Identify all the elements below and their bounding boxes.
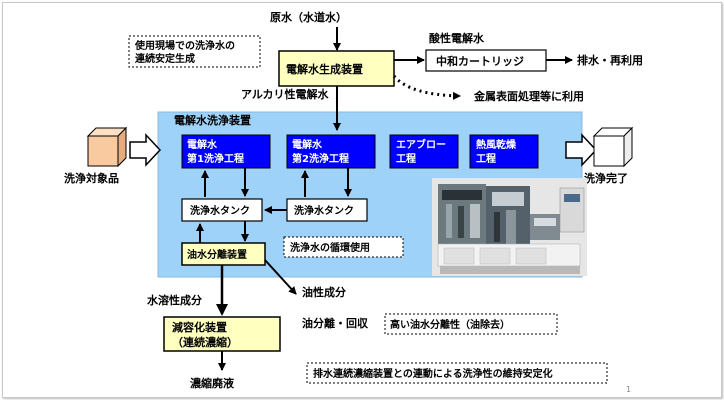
drain-reuse-label: 排水・再利用 [577, 53, 643, 67]
step3-line1: エアブロー [396, 138, 446, 151]
tank2-label: 洗浄水タンク [294, 204, 354, 217]
generator-label: 電解水生成装置 [286, 62, 363, 76]
circulation-label: 洗浄水の循環使用 [290, 241, 370, 254]
process-step-2: 電解水 第2洗浄工程 [286, 134, 376, 169]
step1-line2: 第1洗浄工程 [187, 152, 244, 165]
oil-separation-note: 高い油水分離性（油除去） [390, 318, 510, 331]
oil-recovery-label: 油分離・回収 [302, 316, 369, 330]
concentrate-label: 濃縮廃液 [190, 376, 235, 390]
tank1-box [181, 198, 263, 222]
tank1-label: 洗浄水タンク [190, 204, 250, 217]
target-label: 洗浄対象品 [64, 171, 119, 185]
neutralizer-label: 中和カートリッジ [436, 54, 524, 68]
output-arrow [565, 133, 598, 167]
oil-component-label: 油性成分 [302, 285, 346, 299]
oil-separation-note-box [384, 313, 558, 335]
complete-cube-icon [592, 126, 634, 168]
reducer-line1: 減容化装置 [172, 320, 227, 334]
note-usage-line2: 連続安定生成 [135, 52, 195, 65]
circulation-box [283, 236, 404, 258]
step2-line1: 電解水 [292, 138, 323, 151]
acidic-water-label: 酸性電解水 [429, 31, 485, 45]
oil-arrow [264, 259, 297, 295]
note-usage-box [128, 35, 261, 68]
alkaline-water-label: アルカリ性電解水 [241, 87, 330, 101]
source-water-label: 原水（水道水） [270, 10, 347, 24]
machine-photo [432, 178, 587, 276]
water-soluble-label: 水溶性成分 [147, 293, 202, 307]
bottom-note-box [306, 362, 608, 384]
separator-label: 油水分離装置 [187, 248, 247, 261]
note-usage-line1: 使用現場での洗浄水の [134, 39, 235, 52]
process-step-4: 熱風乾燥 工程 [469, 134, 539, 169]
washer-title: 電解水洗浄装置 [174, 113, 251, 127]
step4-line2: 工程 [476, 152, 496, 165]
page-number: 1 [626, 385, 631, 394]
process-step-1: 電解水 第1洗浄工程 [181, 134, 271, 169]
complete-label: 洗浄完了 [584, 171, 628, 185]
reducer-line2: （連続濃縮） [172, 335, 238, 349]
metal-use-label: 金属表面処理等に利用 [473, 89, 584, 103]
step3-line2: 工程 [396, 152, 416, 165]
input-arrow [129, 133, 162, 167]
separator-box [181, 242, 266, 266]
bottom-note: 排水連続濃縮装置との連動による洗浄性の維持安定化 [313, 367, 553, 380]
target-cube-icon [86, 126, 128, 168]
process-step-3: エアブロー 工程 [389, 134, 459, 169]
step4-line1: 熱風乾燥 [476, 138, 517, 151]
step1-line1: 電解水 [187, 138, 218, 151]
metal-use-arrow [392, 74, 461, 100]
step2-line2: 第2洗浄工程 [292, 152, 349, 165]
